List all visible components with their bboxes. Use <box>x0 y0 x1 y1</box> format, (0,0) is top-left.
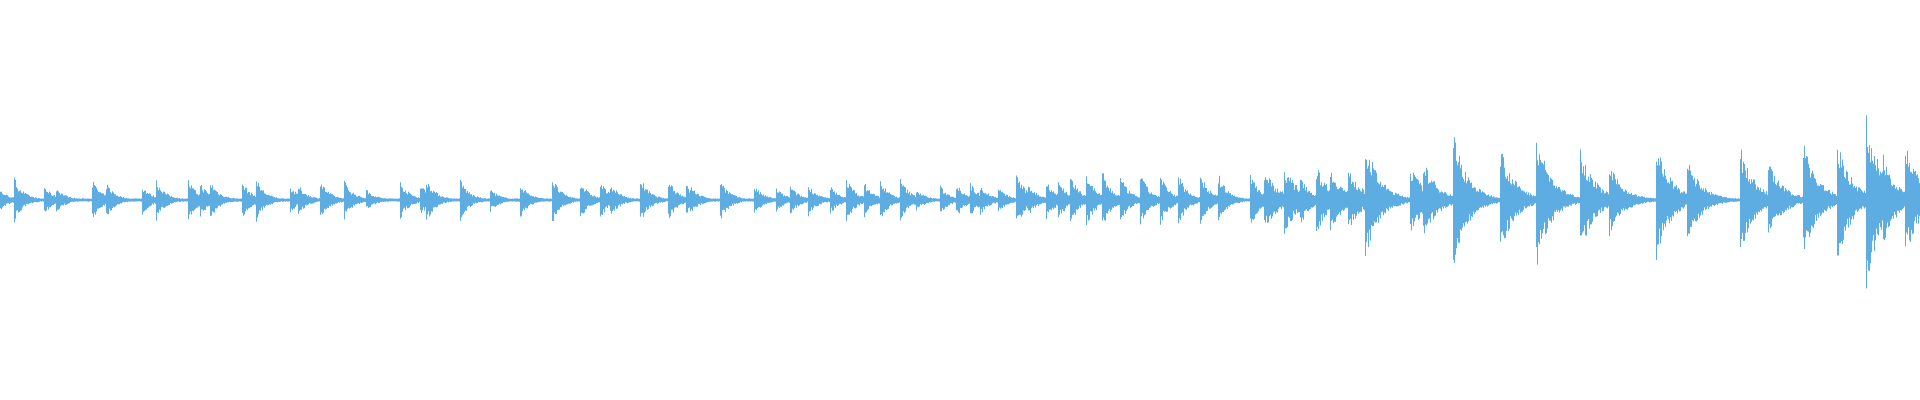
waveform-path <box>0 115 1920 289</box>
